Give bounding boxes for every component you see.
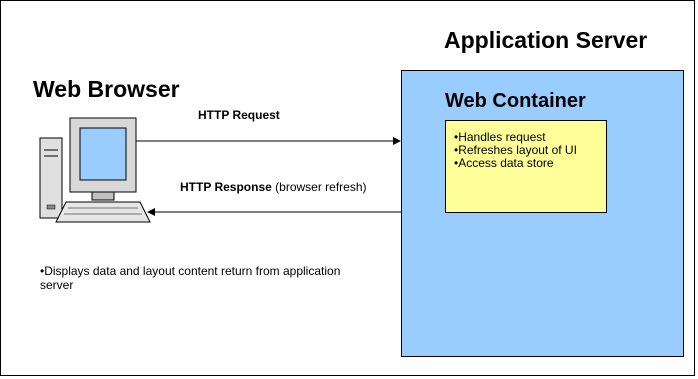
browser-notes: •Displays data and layout content return… [40, 264, 341, 292]
note-item-access-data-store: •Access data store [454, 156, 554, 170]
web-container-box [401, 70, 684, 357]
web-container-title: Web Container [445, 90, 586, 112]
http-response-label-bold: HTTP Response [180, 180, 272, 194]
note-item-refreshes-layout: •Refreshes layout of UI [454, 143, 577, 157]
application-server-title: Application Server [444, 27, 648, 53]
http-response-label-rest: (browser refresh) [271, 180, 367, 194]
web-browser-title: Web Browser [33, 76, 180, 102]
http-request-label: HTTP Request [198, 108, 280, 122]
computer-icon [39, 117, 151, 223]
http-response-label: HTTP Response (browser refresh) [180, 180, 367, 194]
note-item-handles-request: •Handles request [454, 130, 546, 144]
container-responsibilities-note: •Handles request •Refreshes layout of UI… [445, 120, 607, 213]
